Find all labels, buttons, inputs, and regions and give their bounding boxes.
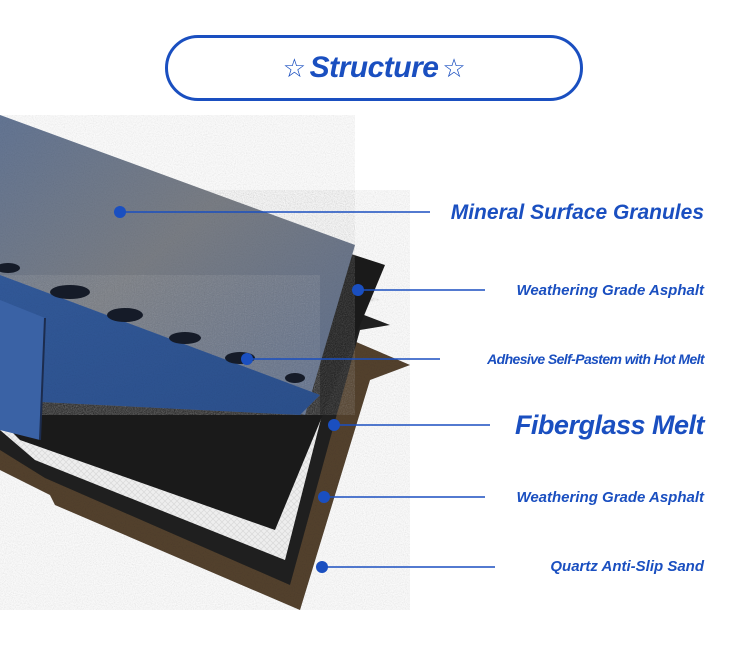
page-title: Structure <box>309 51 439 84</box>
label-weathering-grade-asphalt-bottom: Weathering Grade Asphalt <box>516 489 704 506</box>
leader-dot-4 <box>328 419 340 431</box>
label-weathering-grade-asphalt-top: Weathering Grade Asphalt <box>516 282 704 299</box>
leader-dot-1 <box>114 206 126 218</box>
leader-dot-6 <box>316 561 328 573</box>
label-mineral-surface-granules: Mineral Surface Granules <box>450 201 704 224</box>
leader-dot-5 <box>318 491 330 503</box>
label-quartz-anti-slip-sand: Quartz Anti-Slip Sand <box>550 558 704 575</box>
title-pill: ☆ Structure ☆ <box>165 35 583 101</box>
leader-dot-2 <box>352 284 364 296</box>
star-left-icon: ☆ <box>282 52 306 83</box>
star-right-icon: ☆ <box>442 52 466 83</box>
label-fiberglass-melt: Fiberglass Melt <box>514 410 705 440</box>
leader-dot-3 <box>241 353 253 365</box>
granule-tab <box>0 300 45 440</box>
label-adhesive-self-pastem: Adhesive Self-Pastem with Hot Melt <box>487 351 704 367</box>
leader-dots <box>114 206 364 573</box>
leader-lines <box>120 211 495 568</box>
